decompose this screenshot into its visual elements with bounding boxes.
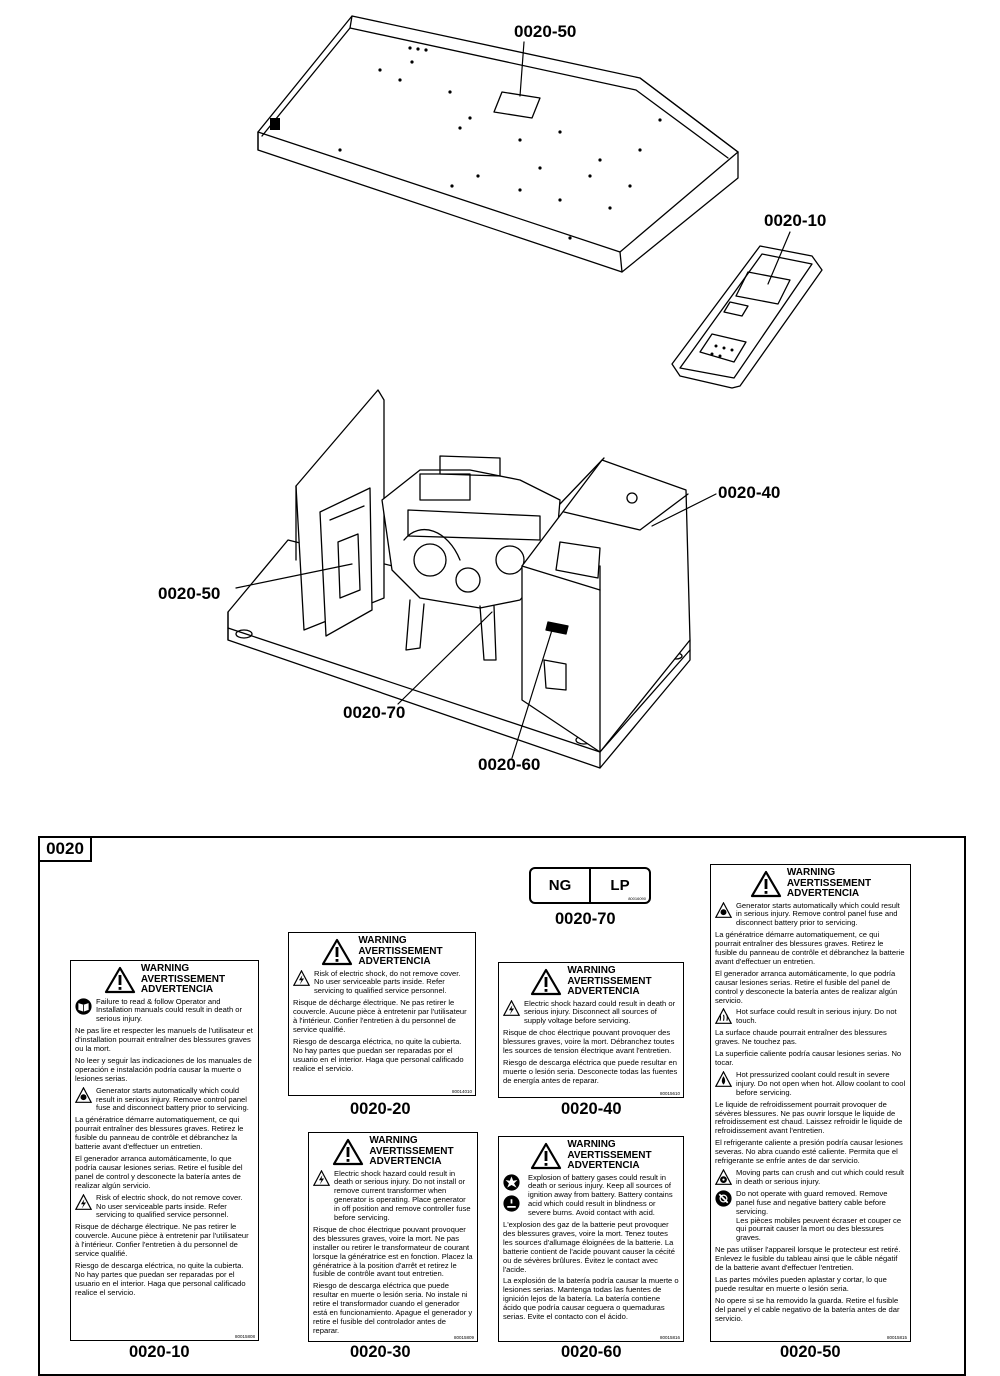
electric-shock-icon bbox=[75, 1193, 92, 1210]
warning-triangle-icon bbox=[531, 1142, 562, 1169]
warning-triangle-icon bbox=[333, 1138, 364, 1165]
caption-0020-50: 0020-50 bbox=[780, 1343, 841, 1361]
part-number: 80015816 bbox=[659, 1335, 680, 1340]
hot-surface-icon bbox=[715, 1008, 732, 1025]
lp-cell: LP bbox=[589, 869, 649, 902]
part-number: 80014010 bbox=[451, 1089, 472, 1094]
callout-control-panel: 0020-10 bbox=[764, 211, 827, 230]
warning-triangle-icon bbox=[322, 938, 353, 965]
moving-parts-icon bbox=[715, 1168, 732, 1185]
acid-burn-icon bbox=[503, 1194, 520, 1212]
callout-side-panel: 0020-40 bbox=[718, 483, 781, 502]
guard-removed-icon bbox=[715, 1190, 732, 1207]
section-number: 0020 bbox=[38, 836, 92, 862]
auto-start-hazard-icon bbox=[75, 1086, 92, 1103]
part-number: 80015815 bbox=[886, 1335, 907, 1340]
leader-lines bbox=[235, 41, 791, 759]
caption-0020-10: 0020-10 bbox=[129, 1343, 190, 1361]
auto-start-hazard-icon bbox=[715, 901, 732, 918]
callout-left-label: 0020-50 bbox=[158, 584, 221, 603]
callout-top-cover: 0020-50 bbox=[514, 22, 577, 41]
ng-cell: NG bbox=[548, 877, 572, 894]
callout-battery-label: 0020-60 bbox=[478, 755, 541, 774]
part-number: 80016090 bbox=[628, 896, 646, 901]
electric-shock-icon bbox=[293, 969, 310, 986]
read-manual-icon bbox=[75, 997, 92, 1015]
explosion-icon bbox=[503, 1173, 520, 1191]
warning-triangle-icon bbox=[104, 966, 135, 993]
exploded-view-drawing bbox=[227, 15, 823, 769]
warning-triangle-icon bbox=[750, 870, 781, 897]
cover-badge bbox=[270, 118, 280, 130]
callout-fuel-label: 0020-70 bbox=[343, 703, 406, 722]
caption-0020-20: 0020-20 bbox=[350, 1100, 411, 1118]
hot-coolant-icon bbox=[715, 1070, 732, 1087]
part-number: 80015809 bbox=[453, 1335, 474, 1340]
cover-decal-outline bbox=[493, 91, 541, 119]
control-panel-cover-part bbox=[671, 245, 823, 389]
caption-0020-30: 0020-30 bbox=[350, 1343, 411, 1361]
electric-shock-icon bbox=[503, 999, 520, 1016]
part-number: 80015808 bbox=[234, 1334, 255, 1339]
generator-assembly-part bbox=[227, 389, 691, 769]
part-number: 80015610 bbox=[659, 1091, 680, 1096]
fuel-type-decal: NG LP 80016090 bbox=[529, 867, 651, 904]
warning-triangle-icon bbox=[531, 968, 562, 995]
electric-shock-icon bbox=[313, 1169, 330, 1186]
caption-0020-60: 0020-60 bbox=[561, 1343, 622, 1361]
caption-0020-70: 0020-70 bbox=[555, 910, 616, 928]
top-cover-part bbox=[257, 15, 739, 273]
caption-0020-40: 0020-40 bbox=[561, 1100, 622, 1118]
